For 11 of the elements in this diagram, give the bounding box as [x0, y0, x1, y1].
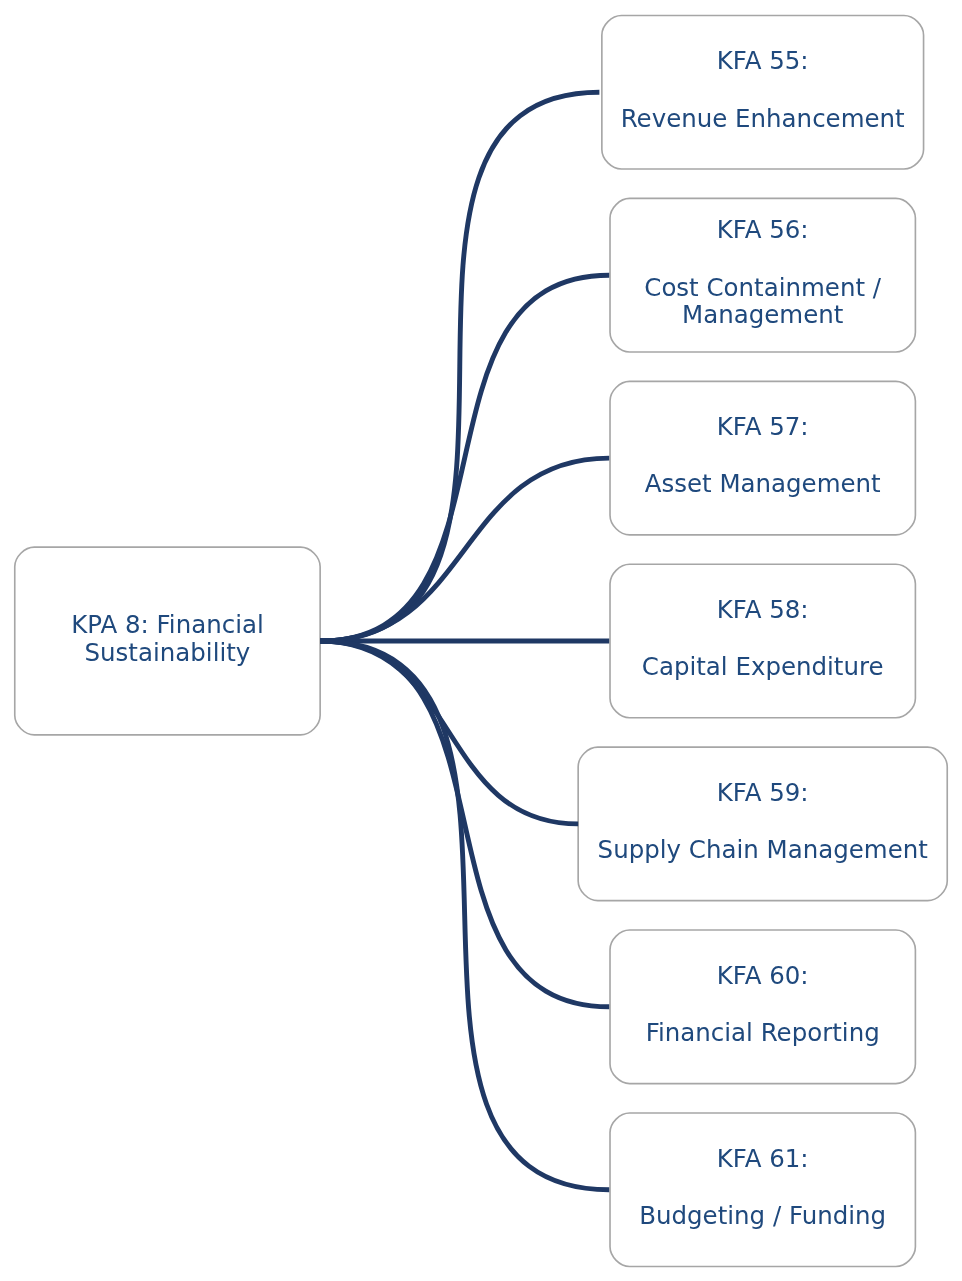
node-box: KPA 8: Financial Sustainability — [13, 545, 321, 736]
node-box: KFA 60: Financial Reporting — [609, 928, 917, 1084]
node-box: KFA 59: Supply Chain Management — [577, 745, 949, 901]
node-box: KFA 55: Revenue Enhancement — [601, 14, 925, 170]
node-box: KFA 56: Cost Containment / Management — [609, 197, 917, 353]
connector — [319, 455, 610, 643]
connector — [319, 272, 610, 643]
node-box: KFA 58: Capital Expenditure — [609, 562, 917, 719]
node-box: KFA 61: Budgeting / Funding — [609, 1111, 917, 1267]
connector — [319, 638, 610, 1192]
node-box: KFA 57: Asset Management — [609, 380, 917, 536]
